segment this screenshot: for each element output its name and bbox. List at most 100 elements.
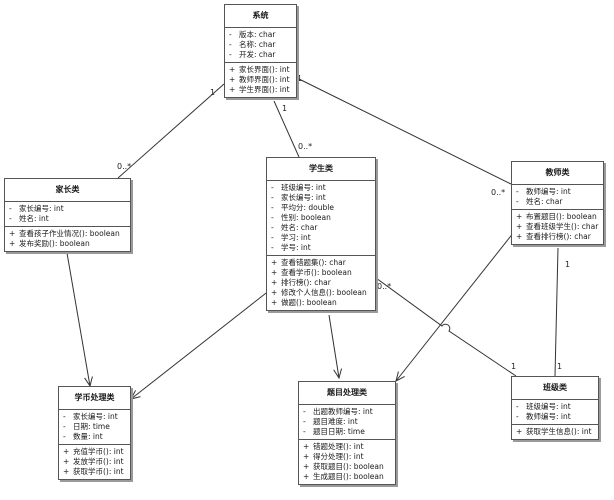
operation-compartment: +错题处理(): int+得分处理(): int+获取题目(): boolean…	[299, 440, 395, 484]
attribute-row: -学号: int	[271, 243, 371, 253]
attribute-row: -题目日期: time	[303, 427, 391, 437]
attribute-text: 家长编号: int	[281, 193, 326, 202]
attribute-row: -出题教师编号: int	[303, 407, 391, 417]
operation-row: +学生界面(): int	[229, 85, 292, 95]
operation-text: 充值学币(): int	[73, 447, 124, 456]
mult-student-class-1: 1	[511, 362, 517, 371]
attribute-text: 题目日期: time	[313, 427, 365, 436]
operation-text: 布置题目(): boolean	[526, 212, 597, 221]
attribute-text: 名称: char	[239, 40, 276, 49]
visibility-marker: +	[303, 462, 310, 471]
operation-compartment: +查看错题集(): char+查看学币(): boolean+排行榜(): ch…	[267, 256, 375, 310]
attribute-text: 日期: time	[73, 422, 110, 431]
attribute-text: 姓名: char	[281, 223, 318, 232]
mult-sys-student-1: 1	[282, 104, 288, 113]
visibility-marker: +	[229, 65, 236, 74]
class-question[interactable]: 题目处理类-出题教师编号: int-题目难度: int-题目日期: time+错…	[298, 381, 396, 485]
operation-row: +获取学币(): int	[63, 467, 126, 477]
operation-text: 家长界面(): int	[239, 65, 290, 74]
visibility-marker: +	[516, 427, 523, 436]
assoc-system-parent	[117, 83, 225, 179]
visibility-marker: -	[271, 193, 274, 202]
attribute-row: -姓名: int	[9, 214, 126, 224]
class-name: 学币处理类	[59, 387, 130, 410]
attribute-compartment: -家长编号: int-姓名: int	[5, 202, 130, 227]
assoc-system-teacher	[296, 77, 512, 185]
dep-student-question	[328, 314, 339, 378]
class-name: 学生类	[267, 158, 375, 181]
attribute-row: -家长编号: int	[271, 193, 371, 203]
attribute-text: 题目难度: int	[313, 417, 358, 426]
operation-compartment: +家长界面(): int+教师界面(): int+学生界面(): int	[225, 63, 296, 97]
visibility-marker: -	[63, 412, 66, 421]
visibility-marker: +	[63, 467, 70, 476]
attribute-text: 姓名: int	[19, 214, 49, 223]
operation-compartment: +充值学币(): int+发放学币(): int+获取学币(): int	[59, 445, 130, 479]
attribute-row: -题目难度: int	[303, 417, 391, 427]
attribute-row: -学习: int	[271, 233, 371, 243]
mult-student-class-many: 0..*	[377, 282, 392, 291]
visibility-marker: -	[271, 233, 274, 242]
visibility-marker: +	[303, 442, 310, 451]
mult-sys-teacher-many: 0..*	[491, 188, 506, 197]
class-teacher[interactable]: 教师类-教师编号: int-姓名: char+布置题目(): boolean+查…	[511, 161, 604, 245]
visibility-marker: -	[63, 432, 66, 441]
operation-row: +修改个人信息(): boolean	[271, 288, 371, 298]
attribute-text: 班级编号: int	[526, 402, 571, 411]
operation-row: +布置题目(): boolean	[516, 212, 599, 222]
attribute-text: 开发: char	[239, 50, 276, 59]
dep-parent-coin	[66, 252, 90, 386]
visibility-marker: +	[229, 75, 236, 84]
mult-teacher-class-1b: 1	[557, 362, 563, 371]
operation-text: 查看排行榜(): char	[526, 232, 591, 241]
operation-text: 查看错题集(): char	[281, 258, 346, 267]
operation-row: +查看班级学生(): char	[516, 222, 599, 232]
operation-row: +查看排行榜(): char	[516, 232, 599, 242]
operation-compartment: +布置题目(): boolean+查看班级学生(): char+查看排行榜():…	[512, 210, 603, 244]
class-name: 教师类	[512, 162, 603, 185]
class-name: 题目处理类	[299, 382, 395, 405]
visibility-marker: +	[271, 268, 278, 277]
class-class[interactable]: 班级类-班级编号: int-教师编号: int+获取学生信息(): int	[511, 376, 599, 440]
attribute-text: 班级编号: int	[281, 183, 326, 192]
operation-row: +充值学币(): int	[63, 447, 126, 457]
attribute-row: -性别: boolean	[271, 213, 371, 223]
attribute-compartment: -家长编号: int-日期: time-数量: int	[59, 410, 130, 445]
visibility-marker: -	[9, 204, 12, 213]
class-coin[interactable]: 学币处理类-家长编号: int-日期: time-数量: int+充值学币():…	[58, 386, 131, 480]
operation-text: 教师界面(): int	[239, 75, 290, 84]
operation-text: 发放学币(): int	[73, 457, 124, 466]
visibility-marker: +	[9, 239, 16, 248]
operation-row: +家长界面(): int	[229, 65, 292, 75]
operation-text: 获取学生信息(): int	[526, 427, 592, 436]
operation-row: +发放学币(): int	[63, 457, 126, 467]
attribute-row: -名称: char	[229, 40, 292, 50]
mult-sys-teacher-1: 1	[297, 74, 303, 83]
operation-text: 生成题目(): boolean	[313, 472, 384, 481]
operation-text: 查看孩子作业情况(): boolean	[19, 229, 120, 238]
class-student[interactable]: 学生类-班级编号: int-家长编号: int-平均分: double-性别: …	[266, 157, 376, 311]
visibility-marker: -	[229, 30, 232, 39]
class-parent[interactable]: 家长类-家长编号: int-姓名: int +查看孩子作业情况(): boolea…	[4, 178, 131, 252]
visibility-marker: -	[271, 243, 274, 252]
attribute-compartment: -版本: char-名称: char- 开发: char	[225, 28, 296, 63]
attribute-row: -版本: char	[229, 30, 292, 40]
class-name: 家长类	[5, 179, 130, 202]
operation-text: 排行榜(): char	[281, 278, 331, 287]
dep-teacher-question	[396, 231, 515, 381]
visibility-marker: -	[303, 427, 306, 436]
operation-text: 做题(): boolean	[281, 298, 337, 307]
dep-student-coin	[131, 289, 271, 399]
attribute-row: -数量: int	[63, 432, 126, 442]
attribute-text: 教师编号: int	[526, 412, 571, 421]
operation-text: 得分处理(): int	[313, 452, 364, 461]
attribute-text: 姓名: char	[526, 197, 563, 206]
attribute-row: -家长编号: int	[63, 412, 126, 422]
visibility-marker: +	[303, 472, 310, 481]
attribute-text: 数量: int	[73, 432, 103, 441]
visibility-marker: -	[516, 187, 519, 196]
operation-row: +得分处理(): int	[303, 452, 391, 462]
visibility-marker: +	[229, 85, 236, 94]
class-system[interactable]: 系统-版本: char-名称: char-开发: char+家长界面(): in…	[224, 4, 297, 98]
